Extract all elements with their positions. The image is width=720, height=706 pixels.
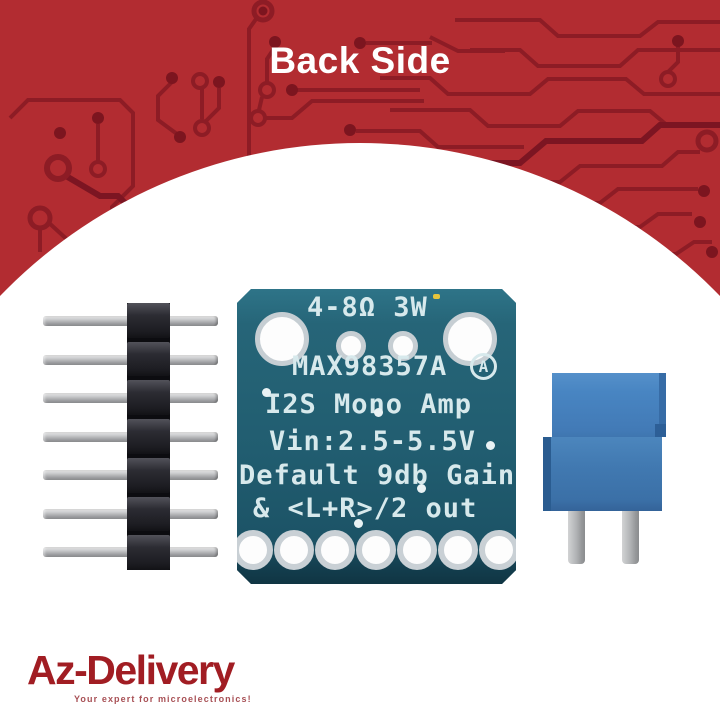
brand-tagline: Your expert for microelectronics! [74, 694, 252, 704]
pin-header-spine [127, 303, 170, 571]
via-dot [374, 408, 383, 417]
via-dot [486, 441, 495, 450]
rev-badge: A [470, 353, 497, 380]
pcb-silkscreen-rating: 4-8Ω 3W [307, 292, 428, 323]
terminal-top-housing [552, 373, 666, 437]
small-hole [388, 331, 418, 361]
solder-hole [479, 530, 516, 570]
via-dot [262, 388, 271, 397]
terminal-leg [622, 511, 639, 564]
via-dot [417, 484, 426, 493]
solder-hole [356, 530, 396, 570]
small-hole [336, 331, 366, 361]
solder-hole [237, 530, 273, 570]
solder-hole [397, 530, 437, 570]
pcb-silkscreen-type: I2S Mono Amp [265, 389, 473, 420]
pcb-board: 4-8Ω 3W MAX98357A A I2S Mono Amp Vin:2.5… [237, 289, 516, 584]
solder-hole [438, 530, 478, 570]
pcb-silkscreen-voltage: Vin:2.5-5.5V [269, 426, 477, 457]
page-title: Back Side [269, 40, 451, 81]
via-dot [354, 519, 363, 528]
terminal-bottom-housing [543, 437, 662, 511]
terminal-leg [568, 511, 585, 564]
pcb-silkscreen-chip: MAX98357A [292, 351, 448, 382]
brand-name: Az-Delivery [27, 647, 235, 693]
solder-hole [315, 530, 355, 570]
pcb-silkscreen-gain: Default 9db Gain [239, 460, 516, 491]
solder-fleck [433, 294, 440, 299]
solder-hole [274, 530, 314, 570]
mounting-hole [255, 312, 309, 366]
circuit-pattern [8, 0, 720, 258]
pcb-silkscreen-output: & <L+R>/2 out [253, 493, 478, 524]
terminal-notch [655, 424, 666, 437]
